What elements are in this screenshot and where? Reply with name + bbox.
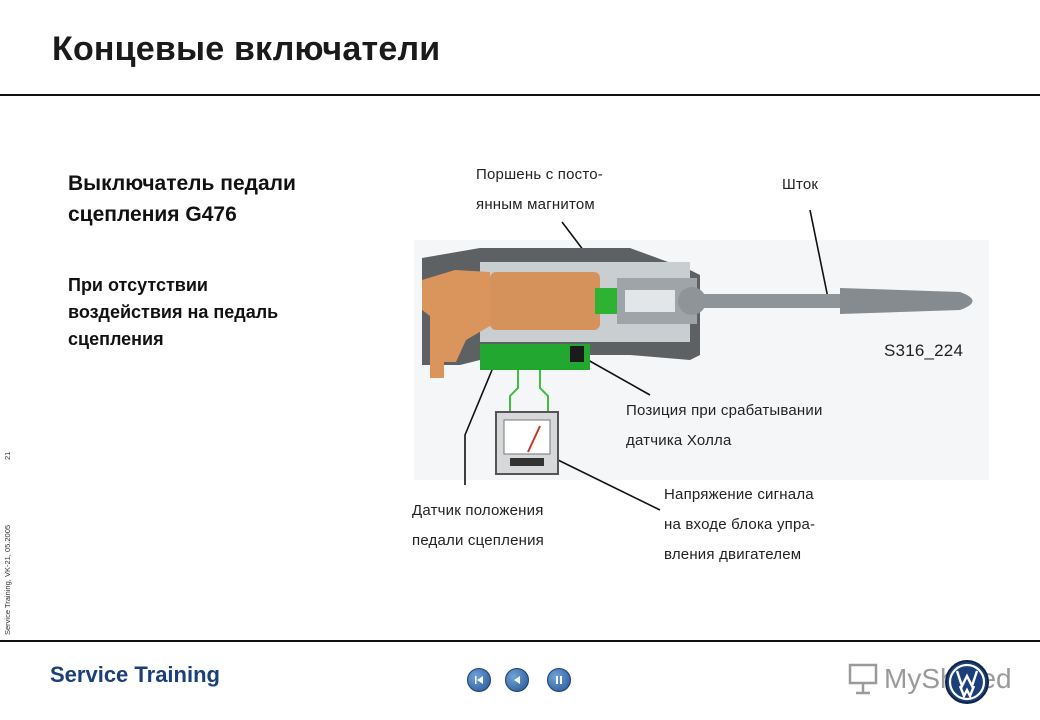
label-code: S316_224 <box>884 341 964 360</box>
connector <box>422 270 490 362</box>
page-title: Концевые включатели <box>52 30 441 68</box>
vw-logo <box>945 660 989 704</box>
side-page-number: 21 <box>3 451 12 460</box>
rod-head <box>678 287 706 315</box>
back-icon <box>514 676 520 684</box>
section-heading: Выключатель педали сцепления G476 <box>68 172 296 226</box>
bottom-divider <box>0 640 1040 642</box>
side-meta: Service Training, VK-21, 05.2005 <box>3 524 12 635</box>
top-divider <box>0 94 1040 96</box>
wire-right <box>539 370 549 412</box>
leader-rod <box>809 209 829 299</box>
back-button[interactable] <box>505 668 529 692</box>
voltmeter-needle <box>527 425 541 453</box>
wire-left <box>509 370 519 412</box>
plunger-inner <box>625 290 675 312</box>
label-voltage: Напряжение сигнала на входе блока упра- … <box>664 486 816 563</box>
rewind-button[interactable] <box>467 668 491 692</box>
rod-end <box>840 288 973 314</box>
diagram-illustration <box>414 209 989 511</box>
label-hall-position: Позиция при срабатывании датчика Холла <box>626 402 823 449</box>
presentation-icon <box>848 663 878 695</box>
rewind-icon <box>475 676 483 684</box>
rod-shaft <box>680 294 840 308</box>
clutch-switch-diagram: Поршень с посто- янным магнитом Шток S31… <box>400 140 1000 590</box>
label-piston: Поршень с посто- янным магнитом <box>476 166 603 213</box>
connector-pin <box>430 360 444 378</box>
pause-icon <box>556 676 562 684</box>
section-subtext: При отсутствии воздействия на педаль сце… <box>68 275 279 349</box>
hall-sensor-tip <box>570 346 584 362</box>
voltmeter-scale <box>503 419 551 455</box>
leader-voltage <box>557 459 661 511</box>
footer-brand: Service Training <box>50 662 220 687</box>
leader-sensor <box>464 369 493 485</box>
label-sensor: Датчик положения педали сцепления <box>412 502 544 549</box>
piston-body <box>490 272 600 330</box>
voltmeter-base <box>510 458 544 466</box>
pause-button[interactable] <box>547 668 571 692</box>
piston-magnet <box>595 288 617 314</box>
label-rod: Шток <box>782 176 819 193</box>
